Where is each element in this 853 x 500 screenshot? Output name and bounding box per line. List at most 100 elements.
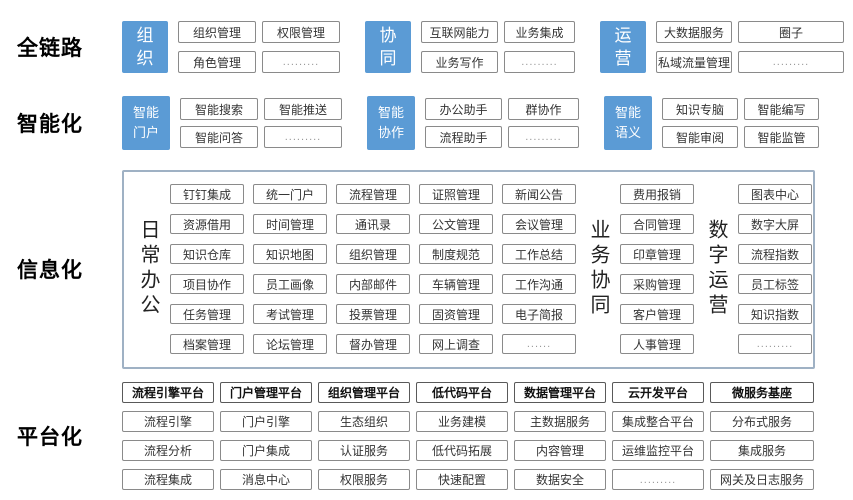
capability-box: 知识专脑 xyxy=(662,98,738,120)
row-full-chain: 全链路 组织 组织管理权限管理角色管理......... 协同 互联网能力业务集… xyxy=(0,14,853,80)
module-box: 图表中心 xyxy=(738,184,812,204)
platform-items: 业务建模低代码拓展快速配置 xyxy=(416,411,508,490)
platform-box: 运维监控平台 xyxy=(612,440,704,461)
platform-box: 流程集成 xyxy=(122,469,214,490)
module-box: 知识地图 xyxy=(253,244,327,264)
full-chain-groups: 组织 组织管理权限管理角色管理......... 协同 互联网能力业务集成业务写… xyxy=(122,21,844,73)
module-box: 新闻公告 xyxy=(502,184,576,204)
capability-box: 业务集成 xyxy=(504,21,575,43)
module-box: 车辆管理 xyxy=(419,274,493,294)
capability-box: 智能搜索 xyxy=(180,98,258,120)
platform-header: 低代码平台 xyxy=(416,382,508,403)
platform-box: 消息中心 xyxy=(220,469,312,490)
module-box: ...... xyxy=(502,334,576,354)
group-organization: 组织 组织管理权限管理角色管理......... xyxy=(122,21,340,73)
module-box: 制度规范 xyxy=(419,244,493,264)
platform-box: 网关及日志服务 xyxy=(710,469,814,490)
module-box: 合同管理 xyxy=(620,214,694,234)
intelligent-groups: 智能门户 智能搜索智能推送智能问答......... 智能协作 办公助手群协作流… xyxy=(122,96,819,150)
tile-smart-semantics: 智能语义 xyxy=(604,96,652,150)
tile-organization: 组织 xyxy=(122,21,168,73)
capability-box: 圈子 xyxy=(738,21,844,43)
platform-box: 认证服务 xyxy=(318,440,410,461)
daily-office-column-5: 新闻公告会议管理工作总结工作沟通电子简报...... xyxy=(502,184,576,354)
organization-items: 组织管理权限管理角色管理......... xyxy=(178,21,340,73)
tile-operation: 运营 xyxy=(600,21,646,73)
section-label-daily-office: 日常办公 xyxy=(137,219,159,319)
platform-header: 流程引擎平台 xyxy=(122,382,214,403)
module-box: 工作沟通 xyxy=(502,274,576,294)
row-intelligent: 智能化 智能门户 智能搜索智能推送智能问答......... 智能协作 办公助手… xyxy=(0,91,853,155)
capability-box: 组织管理 xyxy=(178,21,256,43)
platform-column-org-management: 组织管理平台 生态组织认证服务权限服务 xyxy=(318,382,410,490)
smart-semantics-items: 知识专脑智能编写智能审阅智能监管 xyxy=(662,98,819,148)
platform-box: 权限服务 xyxy=(318,469,410,490)
module-box: 流程指数 xyxy=(738,244,812,264)
platform-box: 主数据服务 xyxy=(514,411,606,432)
module-box: 员工画像 xyxy=(253,274,327,294)
module-box: 员工标签 xyxy=(738,274,812,294)
capability-box: 角色管理 xyxy=(178,51,256,73)
platform-box: 内容管理 xyxy=(514,440,606,461)
module-box: 档案管理 xyxy=(170,334,244,354)
module-box: ......... xyxy=(738,334,812,354)
daily-office-column-1: 钉钉集成资源借用知识仓库项目协作任务管理档案管理 xyxy=(170,184,244,354)
module-box: 督办管理 xyxy=(336,334,410,354)
collaboration-items: 互联网能力业务集成业务写作......... xyxy=(421,21,575,73)
module-box: 公文管理 xyxy=(419,214,493,234)
capability-box: 大数据服务 xyxy=(656,21,732,43)
platform-columns: 流程引擎平台 流程引擎流程分析流程集成 门户管理平台 门户引擎门户集成消息中心 … xyxy=(122,382,814,490)
daily-office-column-4: 证照管理公文管理制度规范车辆管理固资管理网上调查 xyxy=(419,184,493,354)
daily-office-column-2: 统一门户时间管理知识地图员工画像考试管理论坛管理 xyxy=(253,184,327,354)
capability-box: ......... xyxy=(264,126,342,148)
platform-header: 数据管理平台 xyxy=(514,382,606,403)
row-platform: 平台化 流程引擎平台 流程引擎流程分析流程集成 门户管理平台 门户引擎门户集成消… xyxy=(0,380,853,492)
platform-box: 快速配置 xyxy=(416,469,508,490)
capability-box: 智能审阅 xyxy=(662,126,738,148)
module-box: 人事管理 xyxy=(620,334,694,354)
capability-box: 智能推送 xyxy=(264,98,342,120)
module-box: 通讯录 xyxy=(336,214,410,234)
platform-box: 数据安全 xyxy=(514,469,606,490)
platform-column-process-engine: 流程引擎平台 流程引擎流程分析流程集成 xyxy=(122,382,214,490)
platform-header: 组织管理平台 xyxy=(318,382,410,403)
platform-header: 门户管理平台 xyxy=(220,382,312,403)
row-information: 信息化 日常办公 钉钉集成资源借用知识仓库项目协作任务管理档案管理 统一门户时间… xyxy=(0,169,853,369)
module-box: 论坛管理 xyxy=(253,334,327,354)
module-box: 时间管理 xyxy=(253,214,327,234)
module-box: 采购管理 xyxy=(620,274,694,294)
smart-portal-items: 智能搜索智能推送智能问答......... xyxy=(180,98,342,148)
module-box: 印章管理 xyxy=(620,244,694,264)
capability-box: ......... xyxy=(262,51,340,73)
platform-box: 低代码拓展 xyxy=(416,440,508,461)
module-box: 组织管理 xyxy=(336,244,410,264)
platform-box: 分布式服务 xyxy=(710,411,814,432)
module-box: 费用报销 xyxy=(620,184,694,204)
platform-column-portal-management: 门户管理平台 门户引擎门户集成消息中心 xyxy=(220,382,312,490)
module-box: 固资管理 xyxy=(419,304,493,324)
digital-operation-column: 图表中心数字大屏流程指数员工标签知识指数......... xyxy=(738,184,812,354)
platform-box: 生态组织 xyxy=(318,411,410,432)
operation-items: 大数据服务圈子私域流量管理......... xyxy=(656,21,844,73)
module-box: 统一门户 xyxy=(253,184,327,204)
platform-column-data-management: 数据管理平台 主数据服务内容管理数据安全 xyxy=(514,382,606,490)
tile-collaboration: 协同 xyxy=(365,21,411,73)
business-collab-column: 费用报销合同管理印章管理采购管理客户管理人事管理 xyxy=(620,184,694,354)
platform-items: 门户引擎门户集成消息中心 xyxy=(220,411,312,490)
platform-box: 门户引擎 xyxy=(220,411,312,432)
capability-box: 流程助手 xyxy=(425,126,502,148)
module-box: 项目协作 xyxy=(170,274,244,294)
platform-column-microservice-base: 微服务基座 分布式服务集成服务网关及日志服务 xyxy=(710,382,814,490)
platform-box: 集成服务 xyxy=(710,440,814,461)
platform-items: 流程引擎流程分析流程集成 xyxy=(122,411,214,490)
module-box: 工作总结 xyxy=(502,244,576,264)
capability-box: ......... xyxy=(504,51,575,73)
capability-box: 办公助手 xyxy=(425,98,502,120)
capability-box: ......... xyxy=(738,51,844,73)
platform-header: 微服务基座 xyxy=(710,382,814,403)
platform-box: 门户集成 xyxy=(220,440,312,461)
module-box: 网上调查 xyxy=(419,334,493,354)
row-label-full-chain: 全链路 xyxy=(17,37,83,60)
group-collaboration: 协同 互联网能力业务集成业务写作......... xyxy=(365,21,575,73)
platform-box: 流程分析 xyxy=(122,440,214,461)
